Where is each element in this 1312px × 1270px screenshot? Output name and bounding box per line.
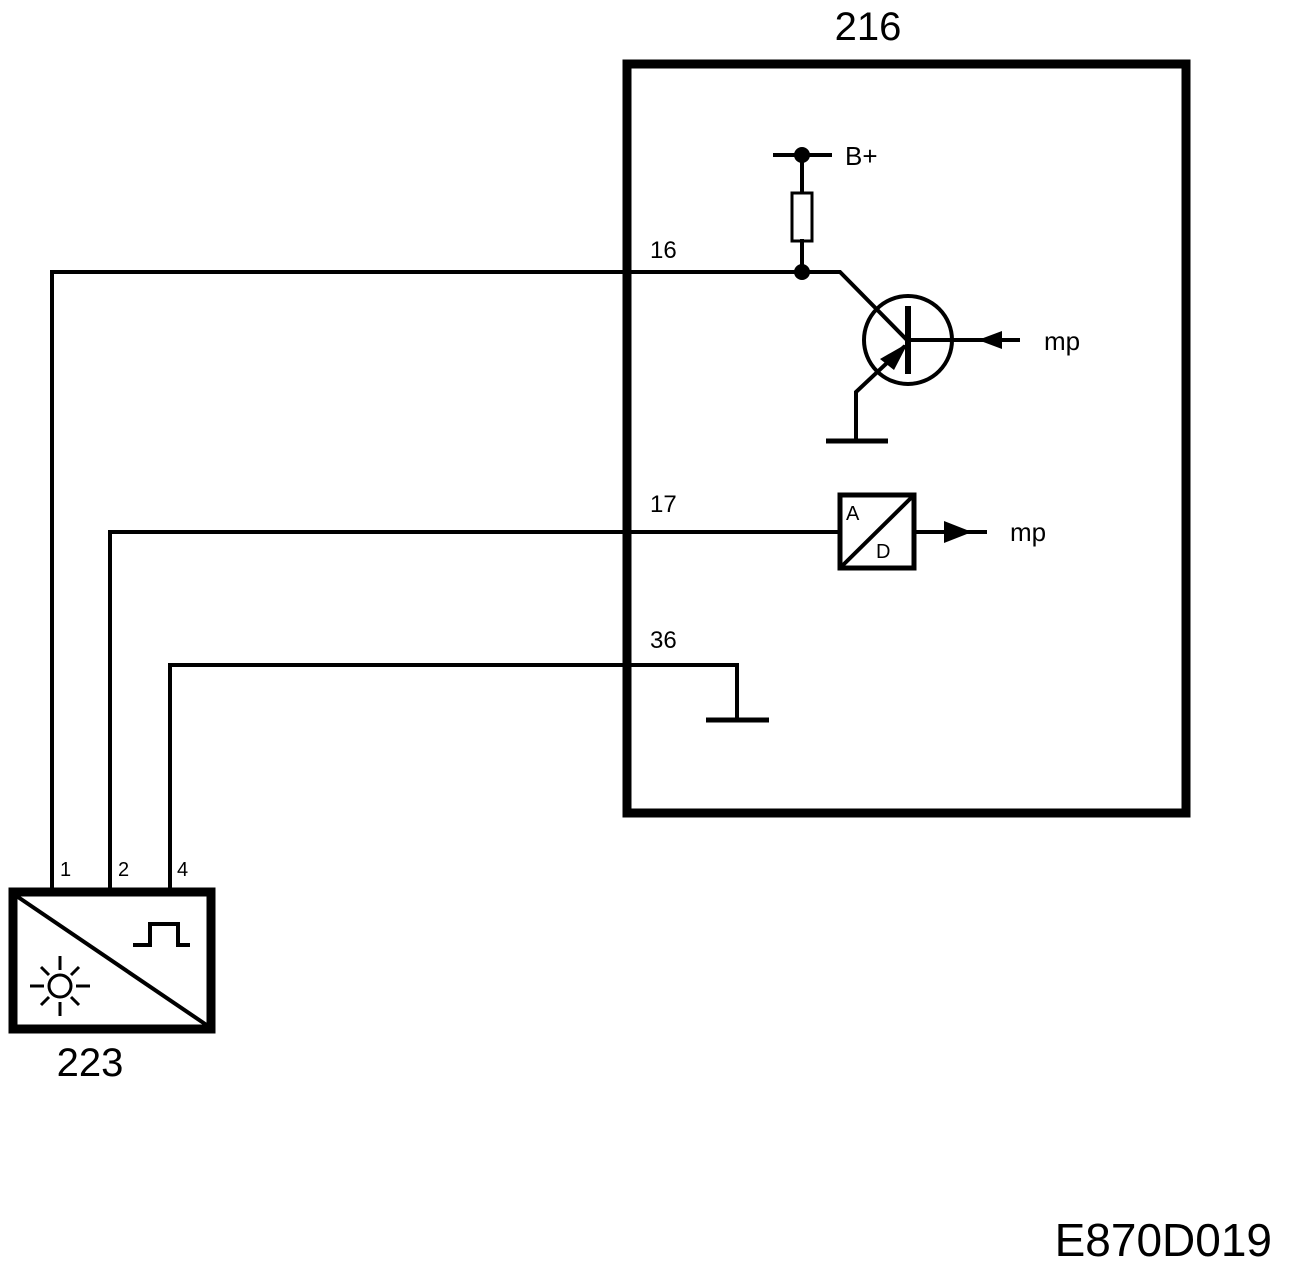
junction-node-16: [794, 264, 810, 280]
sensor-diagonal: [13, 893, 210, 1028]
sensor-pin-2-label: 2: [118, 859, 129, 881]
wire-pin-36: [168, 663, 739, 890]
sensor-223-box: [8, 887, 216, 1034]
sensor-pin-4-label: 4: [177, 859, 188, 881]
pullup-resistor: [790, 191, 814, 243]
light-sun-icon: [30, 956, 90, 1016]
wire-pin-17: [108, 530, 842, 890]
pin-17-label: 17: [650, 491, 677, 518]
adc-d-label: D: [876, 541, 890, 563]
wire-pin-16: [50, 270, 908, 890]
ad-converter: A D: [837, 492, 917, 571]
transistor-icon: [826, 294, 955, 444]
sensor-pin-1-label: 1: [60, 859, 71, 881]
pin-16-label: 16: [650, 237, 677, 264]
pin-36-label: 36: [650, 627, 677, 654]
mp-input-arrow-icon: [978, 331, 1002, 349]
adc-output-arrow-icon: [944, 521, 972, 543]
sensor-id-label: 223: [57, 1041, 124, 1085]
pulse-signal-icon: [133, 922, 190, 947]
adc-a-label: A: [846, 503, 860, 525]
figure-code: E870D019: [1055, 1214, 1272, 1266]
mp-label-transistor: mp: [1044, 326, 1080, 356]
ecu-216-box: [622, 59, 1191, 818]
ecu-id-label: 216: [835, 5, 902, 49]
supply-label: B+: [845, 141, 878, 171]
mp-label-adc: mp: [1010, 517, 1046, 547]
